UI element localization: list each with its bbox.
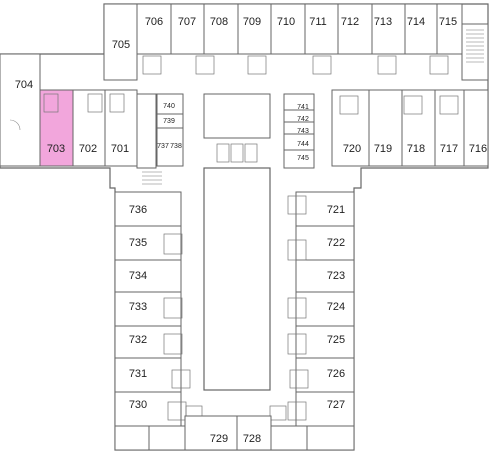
room-723-label[interactable]: 723 bbox=[327, 270, 345, 282]
room-703-highlight[interactable] bbox=[39, 89, 74, 167]
west-wing bbox=[0, 53, 157, 169]
room-728-label[interactable]: 728 bbox=[243, 433, 261, 445]
room-742-label[interactable]: 742 bbox=[297, 116, 309, 123]
room-734-label[interactable]: 734 bbox=[129, 270, 147, 282]
room-724-label[interactable]: 724 bbox=[327, 301, 345, 313]
room-727-label[interactable]: 727 bbox=[327, 399, 345, 411]
room-710-label[interactable]: 710 bbox=[277, 16, 295, 28]
room-703-label[interactable]: 703 bbox=[47, 143, 65, 155]
room-721-label[interactable]: 721 bbox=[327, 204, 345, 216]
room-737-label[interactable]: 737 bbox=[157, 143, 169, 150]
room-726-label[interactable]: 726 bbox=[327, 368, 345, 380]
room-744-label[interactable]: 744 bbox=[297, 141, 309, 148]
room-720-label[interactable]: 720 bbox=[343, 143, 361, 155]
room-740-label[interactable]: 740 bbox=[163, 103, 175, 110]
room-712-label[interactable]: 712 bbox=[341, 16, 359, 28]
room-707-label[interactable]: 707 bbox=[178, 16, 196, 28]
room-741-label[interactable]: 741 bbox=[297, 104, 309, 111]
south-wing-east bbox=[269, 191, 355, 427]
room-701-label[interactable]: 701 bbox=[111, 143, 129, 155]
room-718-label[interactable]: 718 bbox=[407, 143, 425, 155]
room-709-label[interactable]: 709 bbox=[243, 16, 261, 28]
room-725-label[interactable]: 725 bbox=[327, 334, 345, 346]
room-704-label[interactable]: 704 bbox=[15, 79, 33, 91]
room-708-label[interactable]: 708 bbox=[210, 16, 228, 28]
east-wing bbox=[331, 89, 489, 167]
room-717-label[interactable]: 717 bbox=[440, 143, 458, 155]
room-739-label[interactable]: 739 bbox=[163, 118, 175, 125]
room-labels: 706 707 708 709 710 711 712 713 714 715 … bbox=[15, 16, 487, 445]
room-705-label[interactable]: 705 bbox=[112, 39, 130, 51]
room-736-label[interactable]: 736 bbox=[129, 204, 147, 216]
south-end bbox=[114, 415, 355, 451]
room-711-label[interactable]: 711 bbox=[309, 16, 327, 28]
room-730-label[interactable]: 730 bbox=[129, 399, 147, 411]
room-729-label[interactable]: 729 bbox=[210, 433, 228, 445]
room-738-label[interactable]: 738 bbox=[170, 143, 182, 150]
room-735-label[interactable]: 735 bbox=[129, 237, 147, 249]
room-732-label[interactable]: 732 bbox=[129, 334, 147, 346]
room-731-label[interactable]: 731 bbox=[129, 368, 147, 380]
room-719-label[interactable]: 719 bbox=[374, 143, 392, 155]
room-733-label[interactable]: 733 bbox=[129, 301, 147, 313]
room-706-label[interactable]: 706 bbox=[145, 16, 163, 28]
room-713-label[interactable]: 713 bbox=[374, 16, 392, 28]
room-714-label[interactable]: 714 bbox=[407, 16, 425, 28]
room-715-label[interactable]: 715 bbox=[439, 16, 457, 28]
north-wing bbox=[103, 3, 489, 81]
room-722-label[interactable]: 722 bbox=[327, 237, 345, 249]
room-702-label[interactable]: 702 bbox=[79, 143, 97, 155]
room-716-label[interactable]: 716 bbox=[469, 143, 487, 155]
south-wing-west bbox=[114, 171, 203, 427]
room-743-label[interactable]: 743 bbox=[297, 128, 309, 135]
room-745-label[interactable]: 745 bbox=[297, 155, 309, 162]
center-core bbox=[156, 93, 315, 391]
